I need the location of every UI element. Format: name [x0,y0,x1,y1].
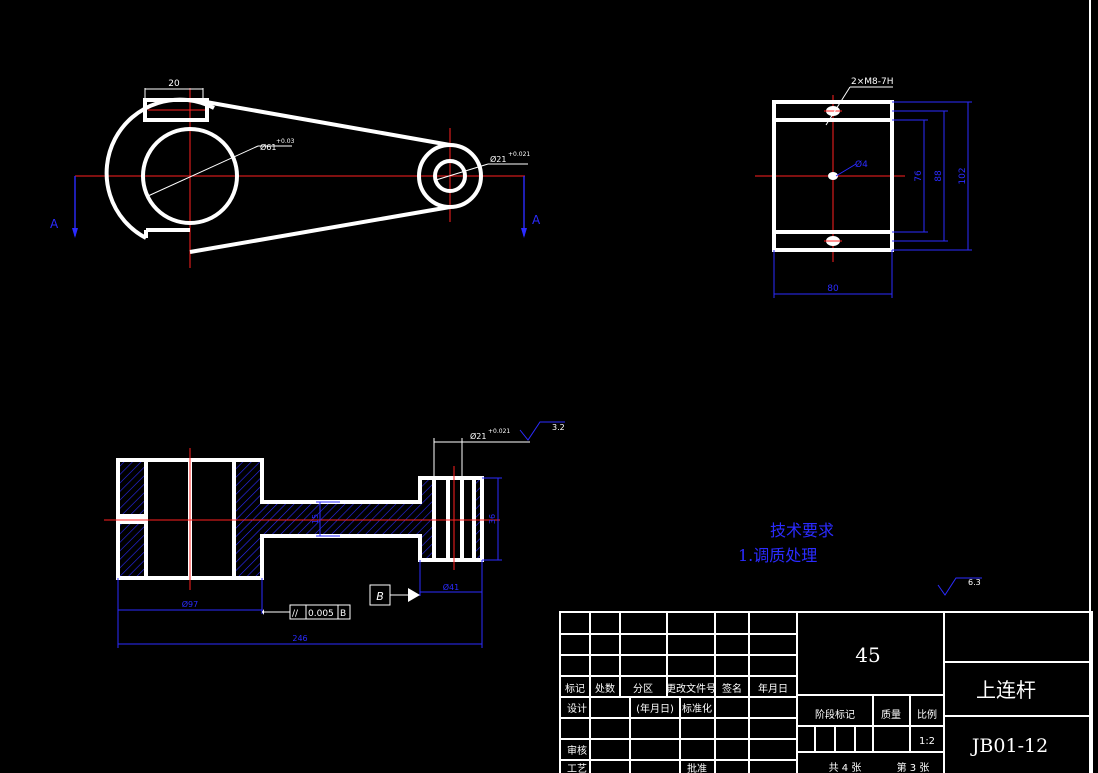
datum-label: B [376,590,384,603]
section-label-left: A [50,217,59,231]
notes-item1: 1.调质处理 [738,546,817,565]
dim-end-height: 36 [488,514,497,524]
tb-h-mark: 标记 [565,683,585,695]
top-view: 20 Ø61 +0.03 Ø21 +0.021 A A [50,79,541,268]
tb-h-count: 处数 [595,682,615,695]
tb-scale: 1:2 [919,736,935,747]
dim-total-length: 246 [292,634,307,643]
title-block: 45 上连杆 JB01-12 标记 处数 分区 更改文件号 签名 年月日 设计 … [559,611,1093,773]
dim-width-80: 80 [827,284,839,294]
tb-part-name: 上连杆 [976,678,1036,702]
section-label-right: A [532,213,541,227]
tb-r-review: 审核 [567,744,587,757]
tb-r-process: 工艺 [567,763,587,773]
dim-inner: 76 [914,170,924,182]
roughness-bore: 3.2 [552,423,565,432]
tol-datum: B [340,609,346,619]
dim-large-bore: Ø61 [260,142,276,152]
tb-h-date: 年月日 [758,682,788,695]
dim-bore: Ø21 [470,431,486,441]
dim-neck: 15 [311,514,320,524]
tb-h-zone: 分区 [633,683,653,695]
tb-stage-mark: 阶段标记 [815,708,855,721]
tb-scale-label: 比例 [917,708,937,721]
tb-drawing-no: JB01-12 [970,735,1048,757]
thread-note: 2×M8-7H [851,77,894,87]
tb-h-sign: 签名 [722,682,742,695]
dim-right-length: Ø41 [443,582,459,592]
dim-hole: Ø4 [855,159,868,170]
dim-mid: 88 [934,170,944,182]
dim-bore-tol: +0.021 [488,428,510,435]
tb-r-standard: 标准化 [682,702,712,715]
section-view: 15 36 Ø21 +0.021 3.2 Ø97 Ø41 246 // 0.00… [104,421,565,648]
dim-width-20: 20 [168,79,180,89]
tb-weight: 质量 [881,709,901,721]
general-roughness: 6.3 [968,578,981,587]
tb-r-design: 设计 [567,702,587,715]
dim-small-bore: Ø21 [490,154,506,164]
dim-small-bore-tol: +0.021 [508,151,530,158]
tb-h-change-doc: 更改文件号 [666,682,716,695]
tol-symbol: // [292,609,299,619]
tb-total-sheets: 共 4 张 [829,762,862,773]
tb-sheet-no: 第 3 张 [897,761,930,773]
dim-left-length: Ø97 [182,599,198,609]
tb-r-date-paren: (年月日) [636,702,674,715]
dim-large-bore-tol: +0.03 [276,138,295,145]
side-view: 2×M8-7H Ø4 76 88 102 80 [755,77,972,298]
tb-material: 45 [855,643,880,667]
tol-value: 0.005 [308,609,334,619]
notes-title: 技术要求 [770,521,834,540]
dim-outer: 102 [958,167,968,184]
tb-r-approve: 批准 [687,762,707,773]
technical-notes: 技术要求 1.调质处理 6.3 [738,521,982,596]
